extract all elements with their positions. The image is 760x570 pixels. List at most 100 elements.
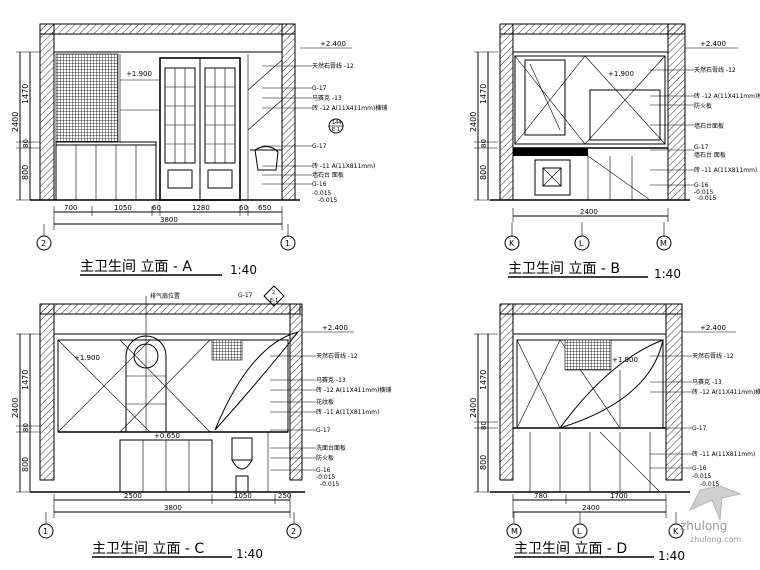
svg-text:80: 80	[480, 139, 488, 148]
svg-text:M: M	[660, 239, 667, 248]
dim-h-1280: 1280	[192, 204, 210, 212]
watermark-domain: zhulong.com	[690, 535, 741, 544]
svg-text:墙石台面板: 墙石台面板	[694, 122, 724, 130]
dim-v-1470: 1470	[21, 84, 30, 104]
panel-scale: 1:40	[658, 549, 685, 563]
svg-text:-0.015: -0.015	[697, 195, 717, 202]
toilet	[231, 459, 253, 470]
watermark-logo-icon	[688, 485, 742, 521]
dim-total: 3800	[160, 216, 178, 224]
svg-text:800: 800	[21, 457, 30, 472]
dim-h-60a: 60	[152, 204, 161, 212]
dim-h-60b: 60	[239, 204, 248, 212]
svg-text:G-17: G-17	[692, 425, 707, 432]
panel-elevation-b: 2400 1470 80 800 2400 K L M +2.400 +1.90…	[469, 23, 760, 281]
svg-text:2400: 2400	[580, 208, 598, 216]
decor-curve	[214, 331, 300, 431]
svg-text:防火板: 防火板	[316, 454, 334, 462]
svg-text:144: 144	[332, 120, 342, 126]
svg-text:800: 800	[479, 455, 488, 470]
panel-elevation-c: 2400 1470 80 800 2500 1050 250 3800 1 2 …	[11, 285, 391, 561]
callout: G-17	[312, 143, 327, 150]
svg-text:防火板: 防火板	[694, 102, 712, 110]
panel-scale: 1:40	[654, 267, 681, 281]
svg-text:1700: 1700	[610, 492, 628, 500]
svg-text:G-17: G-17	[694, 144, 709, 151]
callout: -0.015	[312, 190, 332, 197]
svg-text:+1.900: +1.900	[74, 354, 100, 362]
svg-text:花纹板: 花纹板	[316, 398, 334, 406]
svg-text:马赛克 -13: 马赛克 -13	[316, 376, 346, 384]
decor-curve	[558, 339, 664, 429]
svg-text:L: L	[579, 239, 584, 248]
panel-elevation-a: 2400 1470 80 800 700 1050 60 1280 60 650…	[11, 23, 387, 277]
svg-text:M: M	[511, 527, 518, 536]
right-wall	[281, 23, 296, 201]
svg-text:+2.400: +2.400	[322, 324, 348, 332]
mirror	[524, 59, 566, 136]
svg-text:砖 -12 A(11X411mm)横: 砖 -12 A(11X411mm)横	[694, 92, 760, 100]
toilet-outline	[254, 146, 279, 171]
axis-marker	[572, 523, 588, 539]
svg-text:天然石膏线 -12: 天然石膏线 -12	[692, 352, 734, 360]
svg-text:+2.400: +2.400	[700, 324, 726, 332]
svg-text:G-17: G-17	[316, 427, 331, 434]
svg-text:砖 -11 A(11X811mm): 砖 -11 A(11X811mm)	[694, 166, 757, 174]
svg-text:80: 80	[22, 423, 30, 432]
basin-cabinet	[534, 159, 571, 196]
svg-text:2: 2	[272, 290, 275, 296]
svg-text:K: K	[673, 527, 679, 536]
svg-text:-0.015: -0.015	[320, 481, 340, 488]
svg-text:1: 1	[285, 239, 290, 248]
svg-text:G-16: G-16	[694, 182, 709, 189]
svg-text:天然石膏线 -12: 天然石膏线 -12	[694, 66, 736, 74]
panel-title: 主卫生间 立面 - B	[508, 261, 620, 277]
dim-v-80: 80	[22, 139, 30, 148]
right-wall	[667, 23, 686, 201]
svg-text:1: 1	[43, 527, 48, 536]
svg-text:G-16: G-16	[692, 465, 707, 472]
french-door	[159, 57, 241, 201]
dim-v-800: 800	[21, 165, 30, 180]
level-label: +1.900	[126, 70, 152, 78]
callout: 天然石膏线 -12	[312, 62, 354, 70]
svg-text:2400: 2400	[11, 398, 20, 418]
svg-text:砖 -12 A(11X411mm)横: 砖 -12 A(11X411mm)横	[692, 388, 760, 396]
axis-marker	[38, 523, 54, 539]
watermark-brand: zhulong	[680, 519, 727, 533]
panel-elevation-d: 2400 1470 80 800 780 1700 2400 M L K +2.…	[469, 303, 760, 563]
svg-text:2400: 2400	[469, 398, 478, 418]
axis-marker	[280, 235, 296, 251]
ceiling-slab	[499, 23, 686, 35]
svg-text:1050: 1050	[234, 492, 252, 500]
svg-text:1470: 1470	[479, 370, 488, 390]
svg-text:砖 -11 A(11X811mm): 砖 -11 A(11X811mm)	[316, 408, 379, 416]
callout: G-17	[238, 292, 253, 299]
mosaic-panel	[55, 53, 119, 143]
svg-text:2500: 2500	[124, 492, 142, 500]
dim-h-650: 650	[258, 204, 271, 212]
left-wall	[39, 23, 55, 201]
svg-text:800: 800	[479, 165, 488, 180]
svg-text:250: 250	[278, 492, 291, 500]
axis-marker	[286, 523, 302, 539]
svg-text:墙石台 面板: 墙石台 面板	[694, 151, 726, 159]
svg-text:1470: 1470	[479, 84, 488, 104]
arched-window	[125, 335, 167, 433]
svg-text:3800: 3800	[164, 504, 182, 512]
svg-text:1470: 1470	[21, 370, 30, 390]
svg-text:E-1: E-1	[270, 298, 278, 304]
svg-text:E-1: E-1	[332, 127, 340, 133]
svg-text:-0.015: -0.015	[692, 473, 712, 480]
svg-text:+1.900: +1.900	[612, 356, 638, 364]
svg-text:马赛克 -13: 马赛克 -13	[692, 378, 722, 386]
panel-title: 主卫生间 立面 - C	[92, 541, 204, 557]
ceiling-slab	[39, 23, 296, 35]
watermark: zhulong zhulong.com	[680, 485, 742, 544]
svg-text:L: L	[577, 527, 582, 536]
svg-text:+1.900: +1.900	[608, 70, 634, 78]
svg-text:80: 80	[480, 421, 488, 430]
axis-marker	[656, 235, 672, 251]
callout: 排气扇位置	[150, 292, 180, 300]
